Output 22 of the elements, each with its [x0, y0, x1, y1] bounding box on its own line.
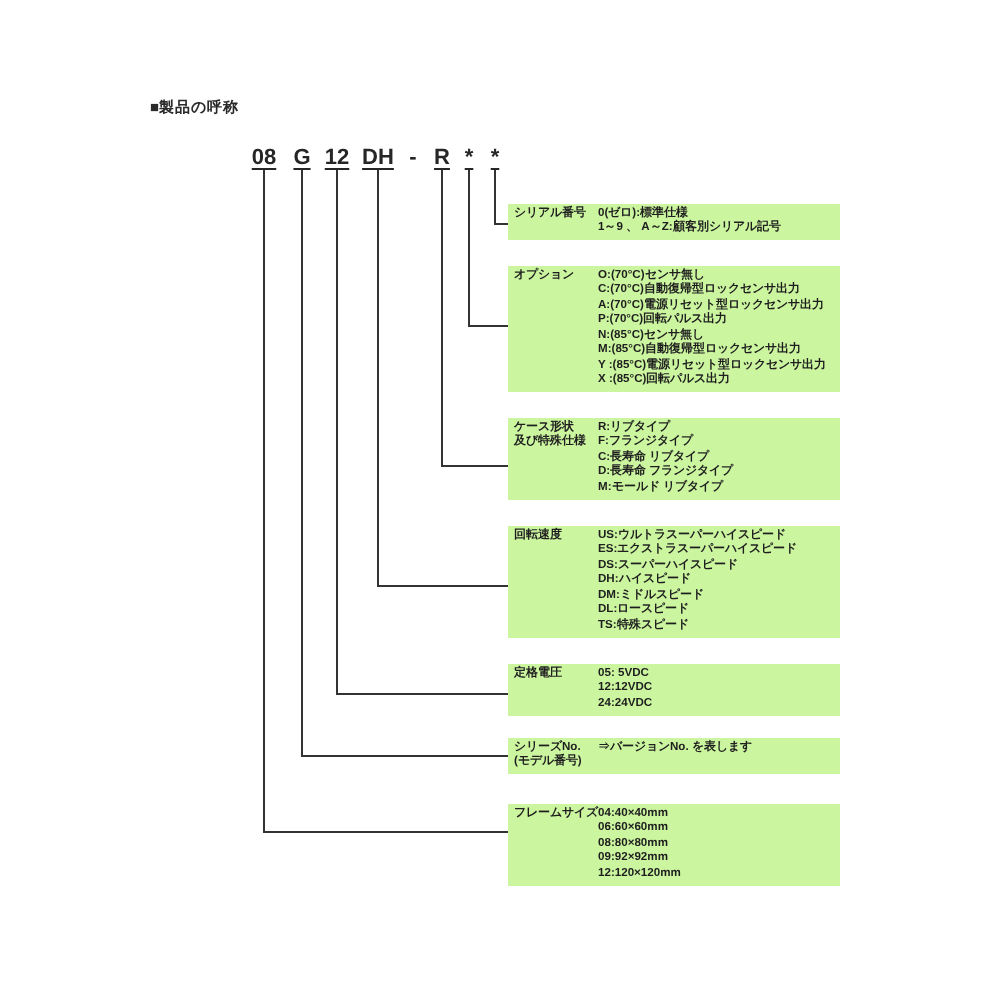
spec-panel	[508, 738, 840, 774]
connector-line	[494, 169, 509, 225]
spec-panel	[508, 204, 840, 240]
spec-panel	[508, 664, 840, 715]
spec-panel	[508, 266, 840, 392]
model-code-label: 12	[324, 146, 350, 170]
model-code-label: R	[434, 146, 450, 170]
connector-line	[263, 169, 509, 833]
connector-line	[377, 169, 509, 587]
model-code-label: 08	[251, 146, 277, 170]
model-code-label: *	[490, 146, 500, 170]
connector-line	[468, 169, 509, 327]
model-code-label: G	[293, 146, 311, 170]
spec-panel	[508, 418, 840, 499]
spec-panel	[508, 804, 840, 885]
spec-panel	[508, 526, 840, 637]
connector-line	[301, 169, 509, 757]
connector-line	[441, 169, 509, 467]
code-separator: -	[409, 146, 417, 170]
model-code-label: *	[464, 146, 474, 170]
connector-line	[336, 169, 509, 695]
model-code-label: DH	[362, 146, 394, 170]
